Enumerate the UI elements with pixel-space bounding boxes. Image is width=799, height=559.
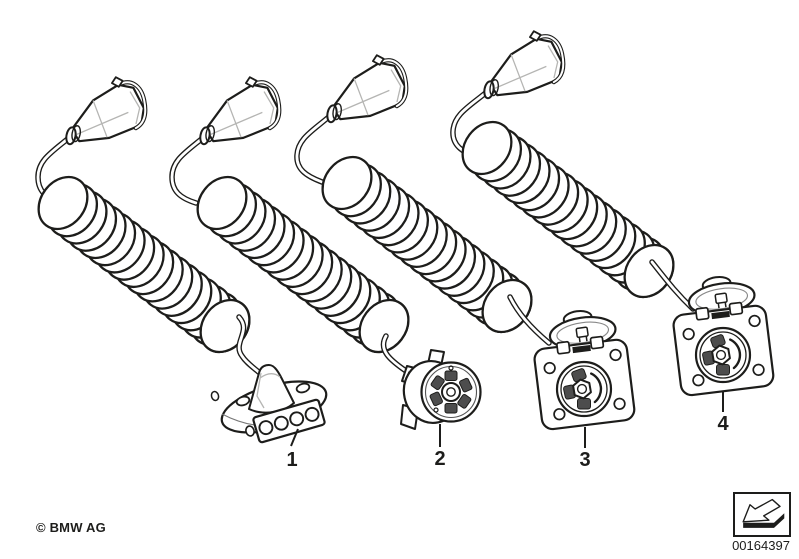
part-callout-1[interactable]: 1 [286,449,298,471]
plug-cover [65,76,148,146]
cable-assembly-1 [35,76,328,444]
main-graphic-link[interactable] [733,492,791,537]
end-connector-socket-3 [533,310,636,431]
cable-assembly-4 [450,30,775,397]
part-callout-4[interactable]: 4 [717,413,729,435]
coiled-cable [196,175,410,354]
coiled-cable [321,155,533,334]
leader-line-1 [290,428,299,447]
coiled-cable [37,175,251,354]
end-connector-socket-4 [672,276,775,397]
cable-assembly-3 [294,54,636,431]
image-number: 00164397 [732,538,790,553]
plug-cover [199,76,282,146]
part-callout-2[interactable]: 2 [434,448,446,470]
callout-leader-lines [290,392,724,448]
end-connector-flat-adapter [210,364,328,444]
coiled-cable [461,120,675,299]
cable-assembly-2 [169,76,482,430]
plug-cover [483,30,566,100]
plug-cover [326,54,409,124]
corner-arrow-icon [742,498,785,528]
copyright-label: © BMW AG [36,520,106,535]
end-connector-round-plug [400,349,482,430]
part-callout-3[interactable]: 3 [579,449,591,471]
